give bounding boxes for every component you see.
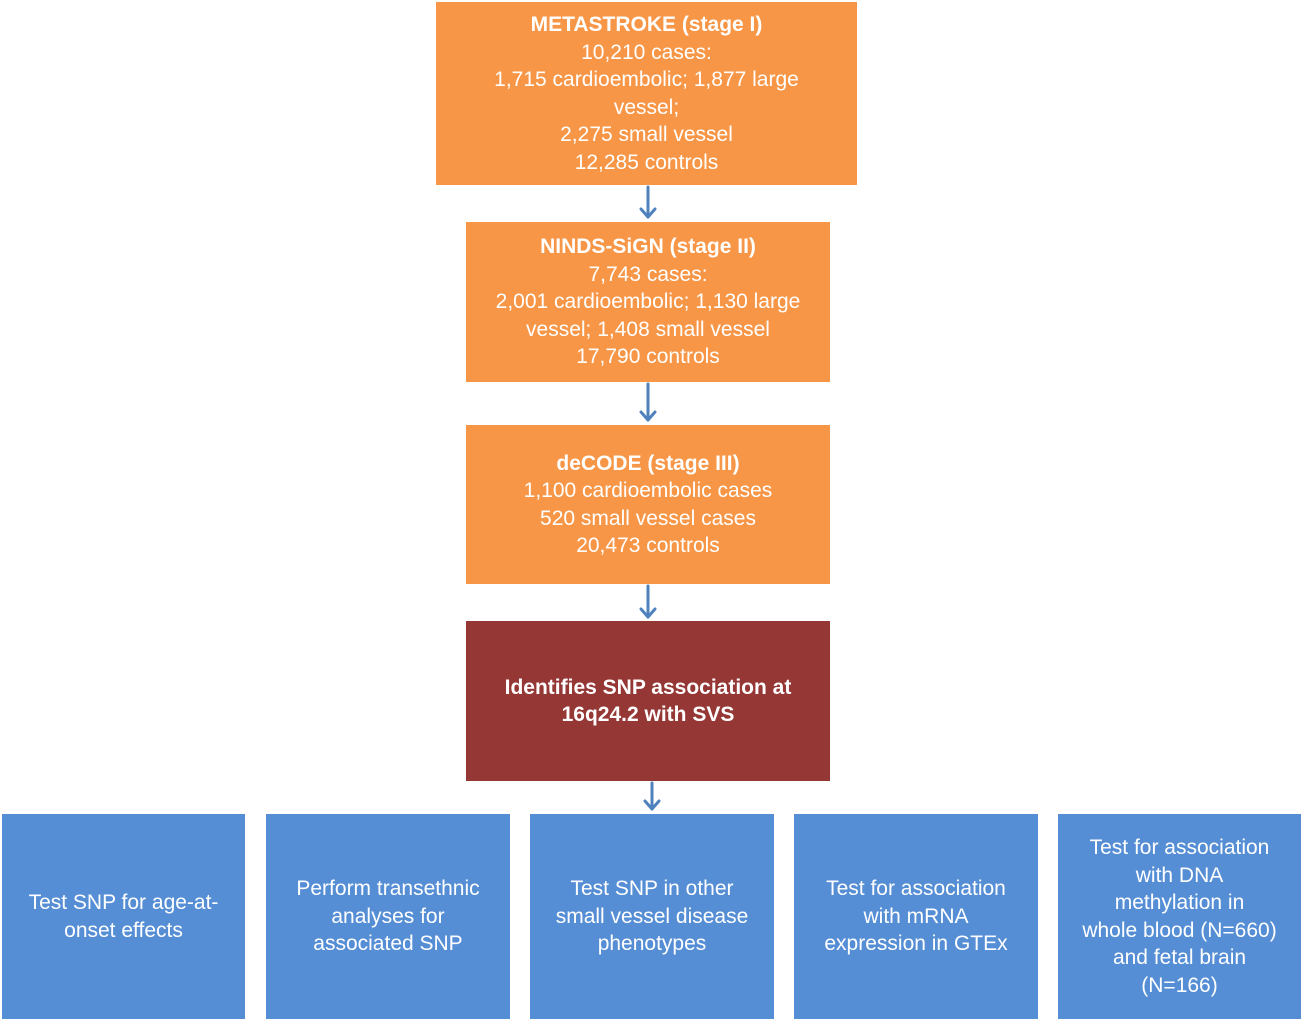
- followup-line: associated SNP: [313, 932, 463, 956]
- followup-line: onset effects: [64, 918, 183, 942]
- arrow-stage1-to-stage2: [639, 185, 657, 219]
- stage-1-line: 2,275 small vessel: [560, 123, 733, 146]
- stage-2-title: NINDS-SiGN (stage II): [540, 235, 756, 259]
- stage-2-line: 7,743 cases:: [588, 262, 708, 286]
- stage-2-box: NINDS-SiGN (stage II) 7,743 cases: 2,001…: [466, 222, 830, 382]
- stage-1-line: vessel;: [613, 95, 680, 119]
- followup-box-small-vessel: Test SNP in other small vessel disease p…: [530, 814, 774, 1019]
- result-line: Identifies SNP association at: [504, 675, 792, 699]
- stage-1-box: METASTROKE (stage I) 10,210 cases: 1,715…: [436, 2, 857, 185]
- stage-1-line: 12,285 controls: [574, 150, 719, 174]
- followup-line: (N=166): [1141, 973, 1218, 997]
- stage-1-line: 1,715 cardioembolic; 1,877 large: [494, 68, 799, 91]
- followup-line: expression in GTEx: [824, 932, 1008, 956]
- result-box: Identifies SNP association at 16q24.2 wi…: [466, 621, 830, 781]
- stage-2-line: 17,790 controls: [576, 345, 720, 369]
- followup-box-gtex: Test for association with mRNA expressio…: [794, 814, 1038, 1019]
- stage-3-title: deCODE (stage III): [556, 451, 740, 475]
- followup-line: whole blood (N=660): [1082, 918, 1277, 942]
- arrow-result-to-followups: [643, 781, 661, 811]
- stage-1-line: 10,210 cases:: [581, 40, 712, 64]
- result-line: 16q24.2 with SVS: [561, 703, 735, 726]
- stage-3-line: 1,100 cardioembolic cases: [523, 479, 773, 502]
- followup-line: Test SNP in other: [570, 877, 734, 901]
- followup-box-age-onset: Test SNP for age-at- onset effects: [2, 814, 245, 1019]
- followup-line: methylation in: [1114, 891, 1245, 914]
- followup-line: Test for association: [1089, 836, 1270, 859]
- stage-2-line: vessel; 1,408 small vessel: [526, 317, 770, 341]
- followup-line: Perform transethnic: [296, 877, 480, 901]
- stage-3-line: 20,473 controls: [576, 534, 720, 557]
- followup-line: Test for association: [826, 877, 1006, 901]
- stage-3-box: deCODE (stage III) 1,100 cardioembolic c…: [466, 425, 830, 584]
- stage-3-line: 520 small vessel cases: [540, 506, 756, 530]
- followup-box-transethnic: Perform transethnic analyses for associa…: [266, 814, 510, 1019]
- stage-2-line: 2,001 cardioembolic; 1,130 large: [495, 290, 801, 314]
- followup-line: Test SNP for age-at-: [28, 891, 219, 914]
- followup-line: and fetal brain: [1112, 946, 1247, 969]
- followup-line: small vessel disease: [555, 904, 749, 928]
- followup-line: with mRNA: [863, 904, 969, 928]
- arrow-stage2-to-stage3: [639, 382, 657, 422]
- followup-box-methylation: Test for association with DNA methylatio…: [1058, 814, 1301, 1019]
- followup-line: phenotypes: [597, 932, 707, 956]
- stage-1-title: METASTROKE (stage I): [530, 13, 763, 36]
- followup-line: with DNA: [1135, 863, 1224, 887]
- arrow-stage3-to-result: [639, 584, 657, 619]
- followup-line: analyses for: [331, 904, 445, 928]
